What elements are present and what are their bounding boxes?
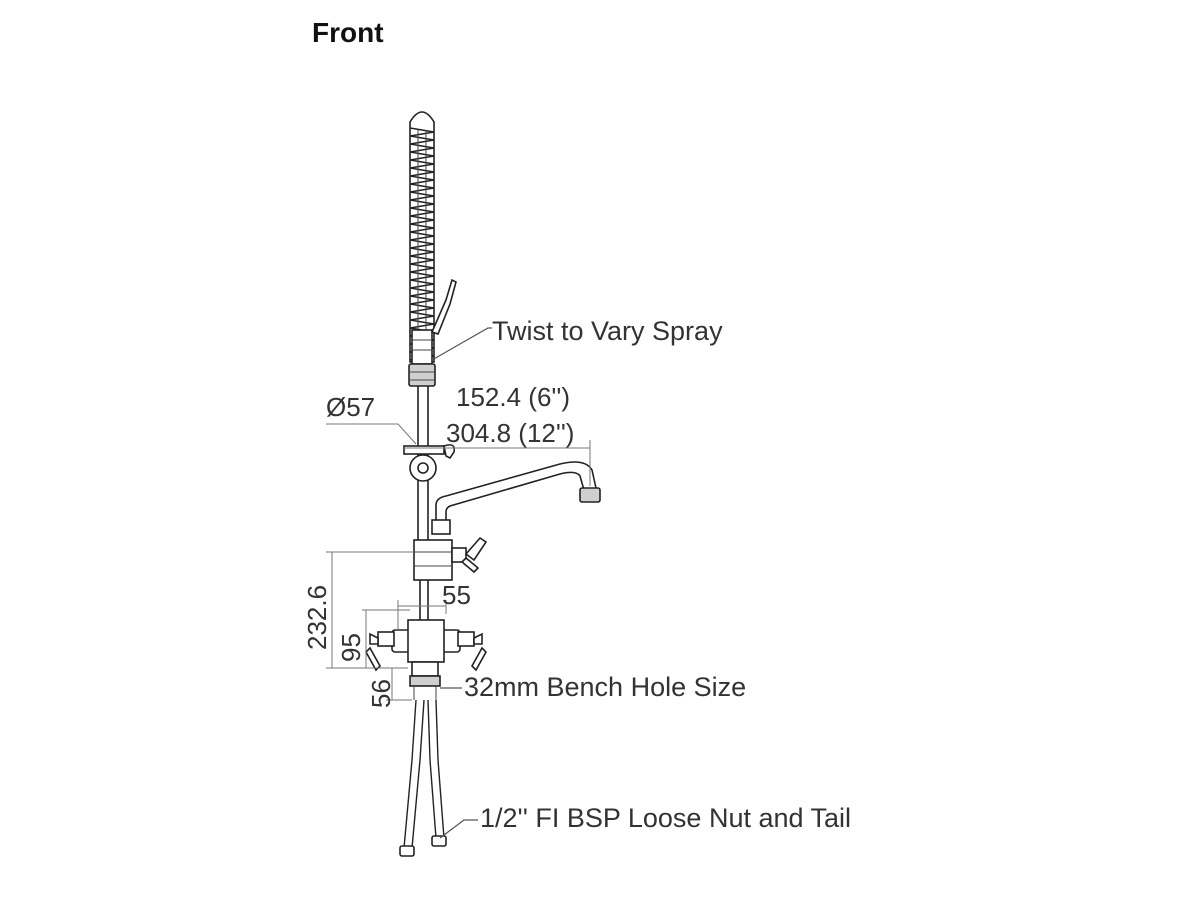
- callout-twist-spray: Twist to Vary Spray: [492, 316, 723, 346]
- dim-width: 55: [442, 580, 471, 610]
- drawing-title: Front: [312, 17, 384, 48]
- dim-diameter: Ø57: [326, 392, 375, 422]
- mixer-body: [365, 619, 487, 700]
- dim-spout-long: 304.8 (12''): [446, 418, 574, 448]
- callout-loose-nut-tail: 1/2'' FI BSP Loose Nut and Tail: [480, 803, 851, 833]
- upper-valve-block: [413, 536, 488, 624]
- swing-spout: [431, 461, 601, 535]
- dim-spout-short: 152.4 (6''): [456, 382, 570, 412]
- flexible-hoses: [399, 699, 447, 857]
- dim-height-mid: 95: [336, 633, 366, 662]
- dim-height-total: 232.6: [302, 585, 332, 650]
- dim-height-low: 56: [366, 679, 396, 708]
- wall-bracket: [403, 444, 456, 482]
- callout-bench-hole: 32mm Bench Hole Size: [464, 672, 746, 702]
- spray-head-assembly: [408, 111, 457, 387]
